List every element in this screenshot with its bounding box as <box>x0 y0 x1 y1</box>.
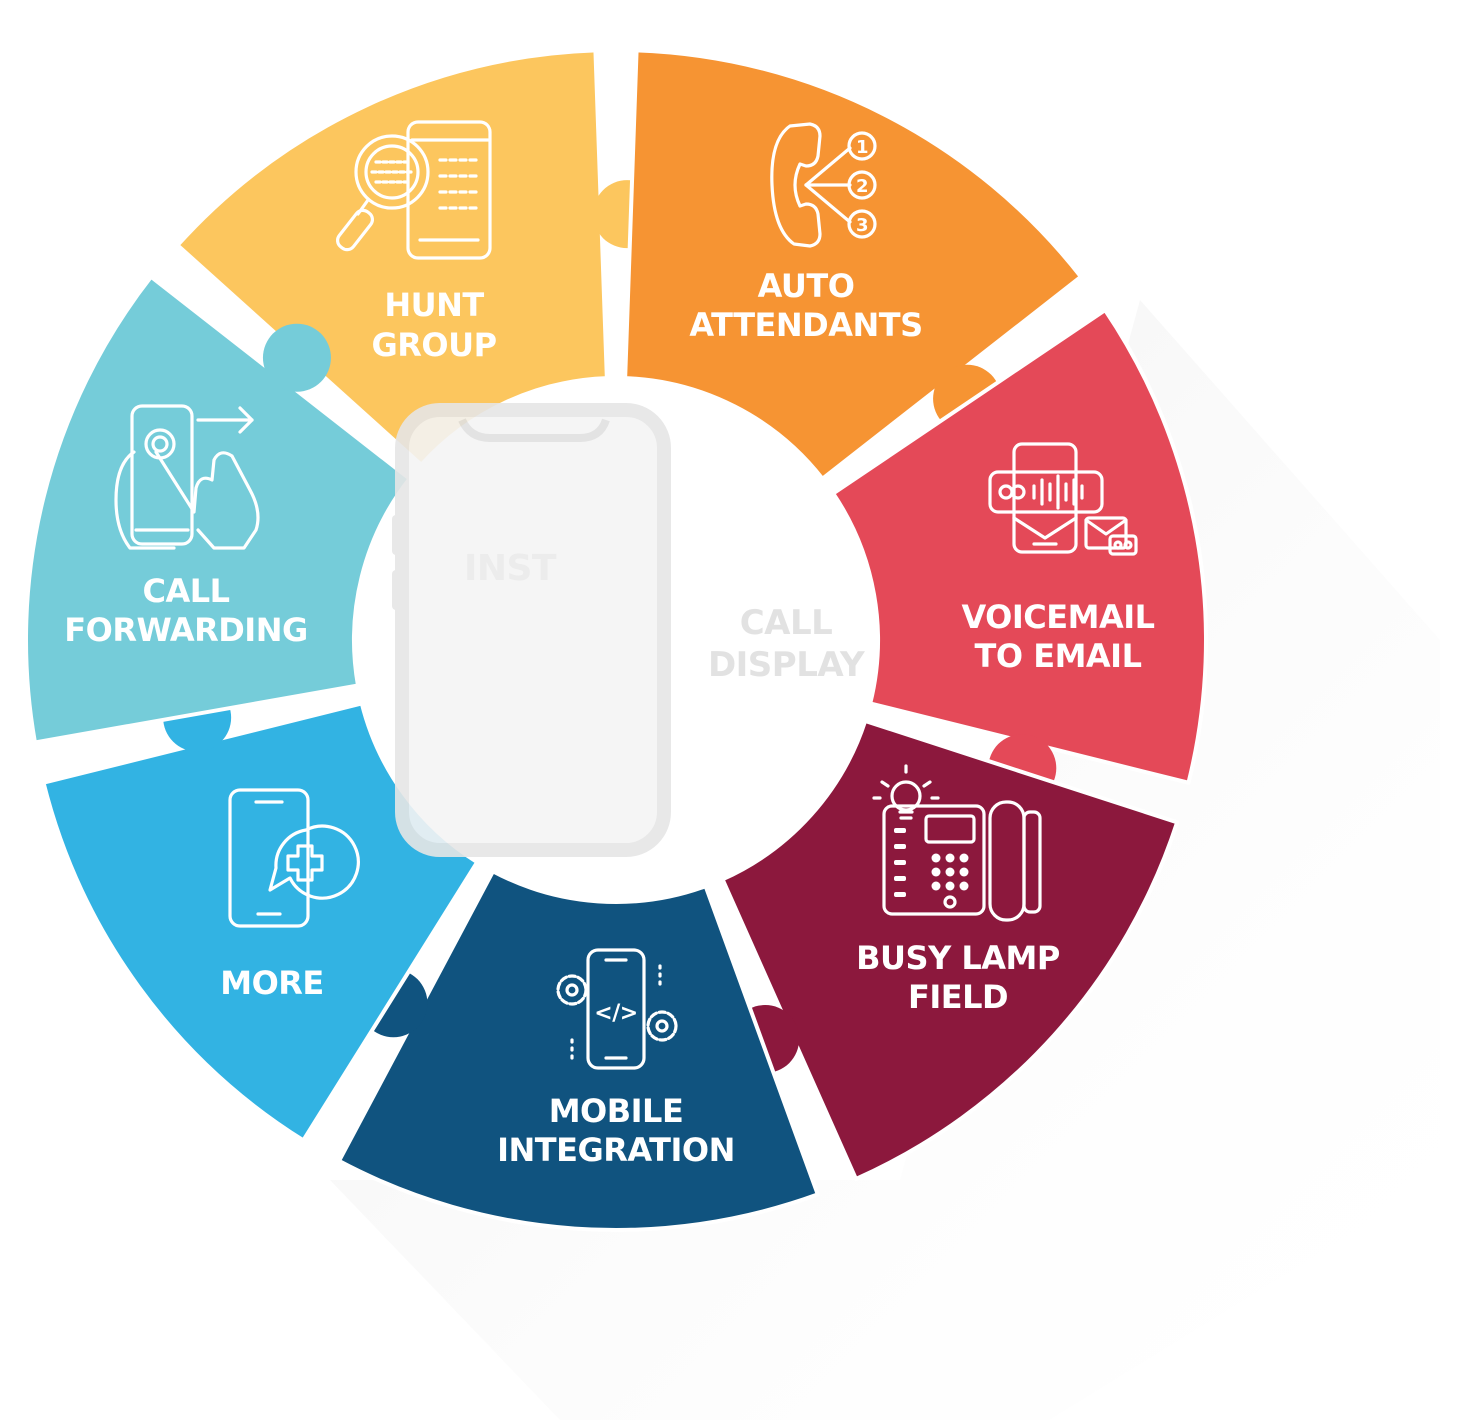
center-phone: INST <box>392 403 671 857</box>
call-forwarding-label-line-1[interactable]: CALL <box>142 572 230 610</box>
voicemail-envelope-icon <box>988 442 1138 556</box>
menu-number-1: 1 <box>856 137 868 158</box>
mobile-integration-label-line-1[interactable]: MOBILE <box>549 1092 684 1130</box>
mobile-integration-label-line-2[interactable]: INTEGRATION <box>497 1131 735 1169</box>
voicemail-to-email-label-line-1[interactable]: VOICEMAIL <box>961 598 1155 636</box>
mobile-integration-segment[interactable] <box>337 869 820 1232</box>
phone-side-button-1 <box>392 515 402 555</box>
segment-labels: HUNT GROUP AUTO ATTENDANTS VOICEMAIL TO … <box>64 267 1155 1169</box>
phone-forward-hand-icon <box>114 404 260 550</box>
center-label-line-1: CALL <box>740 603 833 643</box>
phone-side-button-2 <box>392 570 402 610</box>
busy-lamp-field-label-line-2[interactable]: FIELD <box>908 978 1009 1016</box>
call-forwarding-label-line-2[interactable]: FORWARDING <box>64 611 308 649</box>
busy-lamp-field-label-line-1[interactable]: BUSY LAMP <box>856 939 1060 977</box>
phone-notch <box>458 418 610 442</box>
hunt-group-label-line-1[interactable]: HUNT <box>384 286 485 324</box>
call-forwarding-puzzle-tab <box>262 323 331 392</box>
call-forwarding-segment[interactable] <box>24 274 412 745</box>
auto-attendants-label-line-1[interactable]: AUTO <box>758 267 855 305</box>
phone-outline-icon <box>395 403 671 857</box>
center-label-line-2: DISPLAY <box>708 645 865 685</box>
phone-code-gears-icon: </> <box>556 948 678 1070</box>
phone-plus-chat-icon <box>228 788 360 928</box>
voicemail-to-email-segment[interactable] <box>831 308 1208 785</box>
magnifier-document-icon <box>335 120 492 260</box>
busy-lamp-field-segment[interactable] <box>720 718 1180 1181</box>
phone-menu-icon: 1 2 3 <box>770 122 877 248</box>
menu-number-2: 2 <box>856 176 868 197</box>
center-logo-text: INST <box>464 548 557 589</box>
auto-attendants-label-line-2[interactable]: ATTENDANTS <box>689 306 923 344</box>
hunt-group-label-line-2[interactable]: GROUP <box>371 326 497 364</box>
menu-number-3: 3 <box>856 215 868 236</box>
desk-phone-bulb-icon <box>872 764 1042 922</box>
more-label[interactable]: MORE <box>220 964 324 1002</box>
auto-attendants-segment[interactable] <box>623 48 1083 481</box>
code-glyph: </> <box>594 1001 637 1026</box>
voicemail-to-email-label-line-2[interactable]: TO EMAIL <box>975 637 1143 675</box>
